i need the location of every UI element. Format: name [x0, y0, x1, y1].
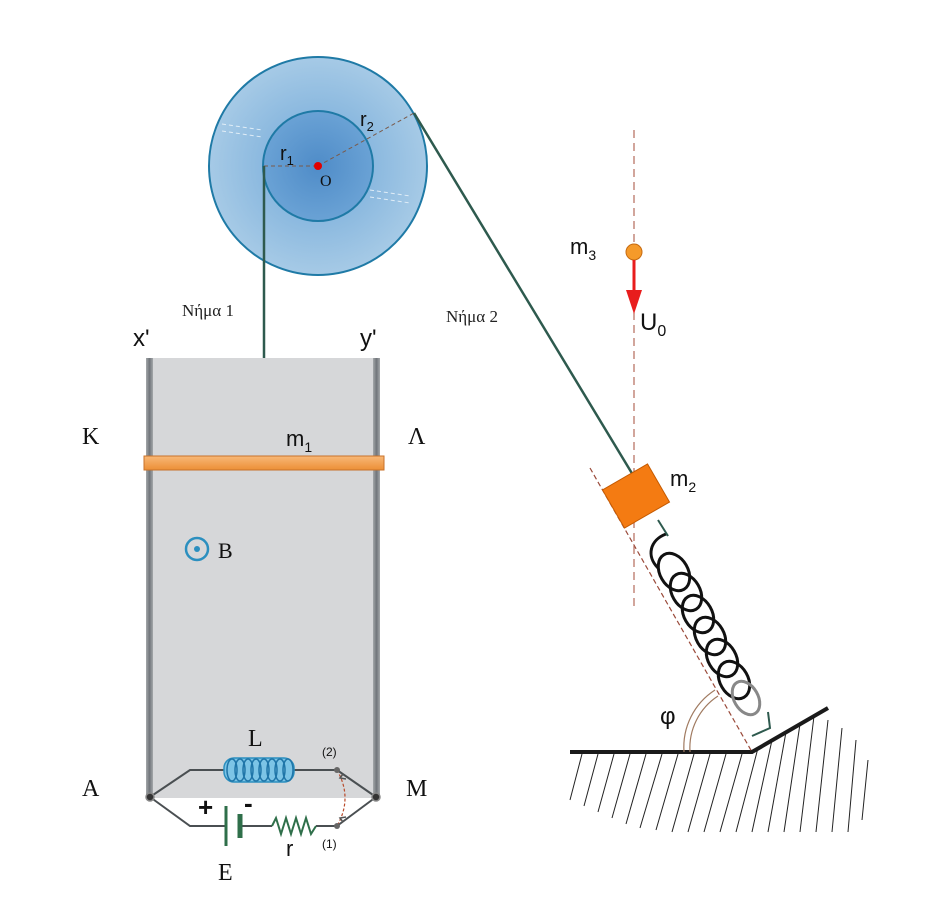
angle-phi-arc: [683, 689, 719, 753]
inductor-coil-icon: [223, 757, 295, 783]
m3-label: m3: [570, 234, 596, 263]
string-2-label: Νήμα 2: [446, 307, 498, 326]
u0-label: U0: [640, 309, 666, 340]
node-m: [371, 792, 381, 802]
m2-label: m2: [670, 466, 696, 495]
x-prime-label: x': [133, 325, 150, 352]
b-label: B: [218, 538, 233, 563]
radius-r2-line: [317, 112, 415, 167]
rod-m1: [143, 455, 385, 471]
k-label: Κ: [82, 424, 100, 450]
spring-icon: [649, 532, 772, 737]
battery-plus-label: +: [198, 792, 213, 822]
r2-label: r2: [360, 109, 374, 134]
incline-line: [589, 467, 753, 753]
particle-m3: [625, 243, 643, 261]
node-a: [145, 792, 155, 802]
velocity-arrow-head: [626, 290, 642, 314]
magnetic-field-region: [147, 358, 377, 798]
resistor-icon: [271, 814, 317, 838]
ground-surface: [570, 706, 830, 754]
ground-hatching: [569, 715, 869, 833]
block-m2: [601, 463, 671, 529]
switch-position-2-label: (2): [322, 745, 337, 759]
r1-label: r1: [280, 143, 294, 168]
rail-left: [146, 358, 153, 798]
lambda-label: Λ: [408, 424, 426, 450]
battery-icon: [224, 806, 243, 846]
battery-minus-label: -: [244, 788, 253, 818]
phi-label: φ: [660, 703, 676, 730]
a-label: A: [82, 776, 100, 802]
m-label: M: [406, 776, 427, 802]
string-1-label: Νήμα 1: [182, 301, 234, 320]
pulley-center-dot: [314, 162, 322, 170]
magnetic-field-out-icon: [184, 536, 210, 562]
rail-right: [373, 358, 380, 798]
center-o-label: O: [320, 173, 332, 190]
battery-e-label: E: [218, 860, 233, 886]
switch-position-1-label: (1): [322, 837, 337, 851]
m1-label: m1: [286, 426, 312, 455]
switch-icon: [334, 767, 347, 829]
circuit: [149, 769, 377, 827]
y-prime-label: y': [360, 325, 377, 352]
block-spring-connector: [657, 519, 669, 537]
inductor-l-label: L: [248, 726, 263, 752]
pulley: [208, 56, 428, 276]
resistor-r-label: r: [286, 836, 293, 861]
string-2: [412, 112, 638, 481]
